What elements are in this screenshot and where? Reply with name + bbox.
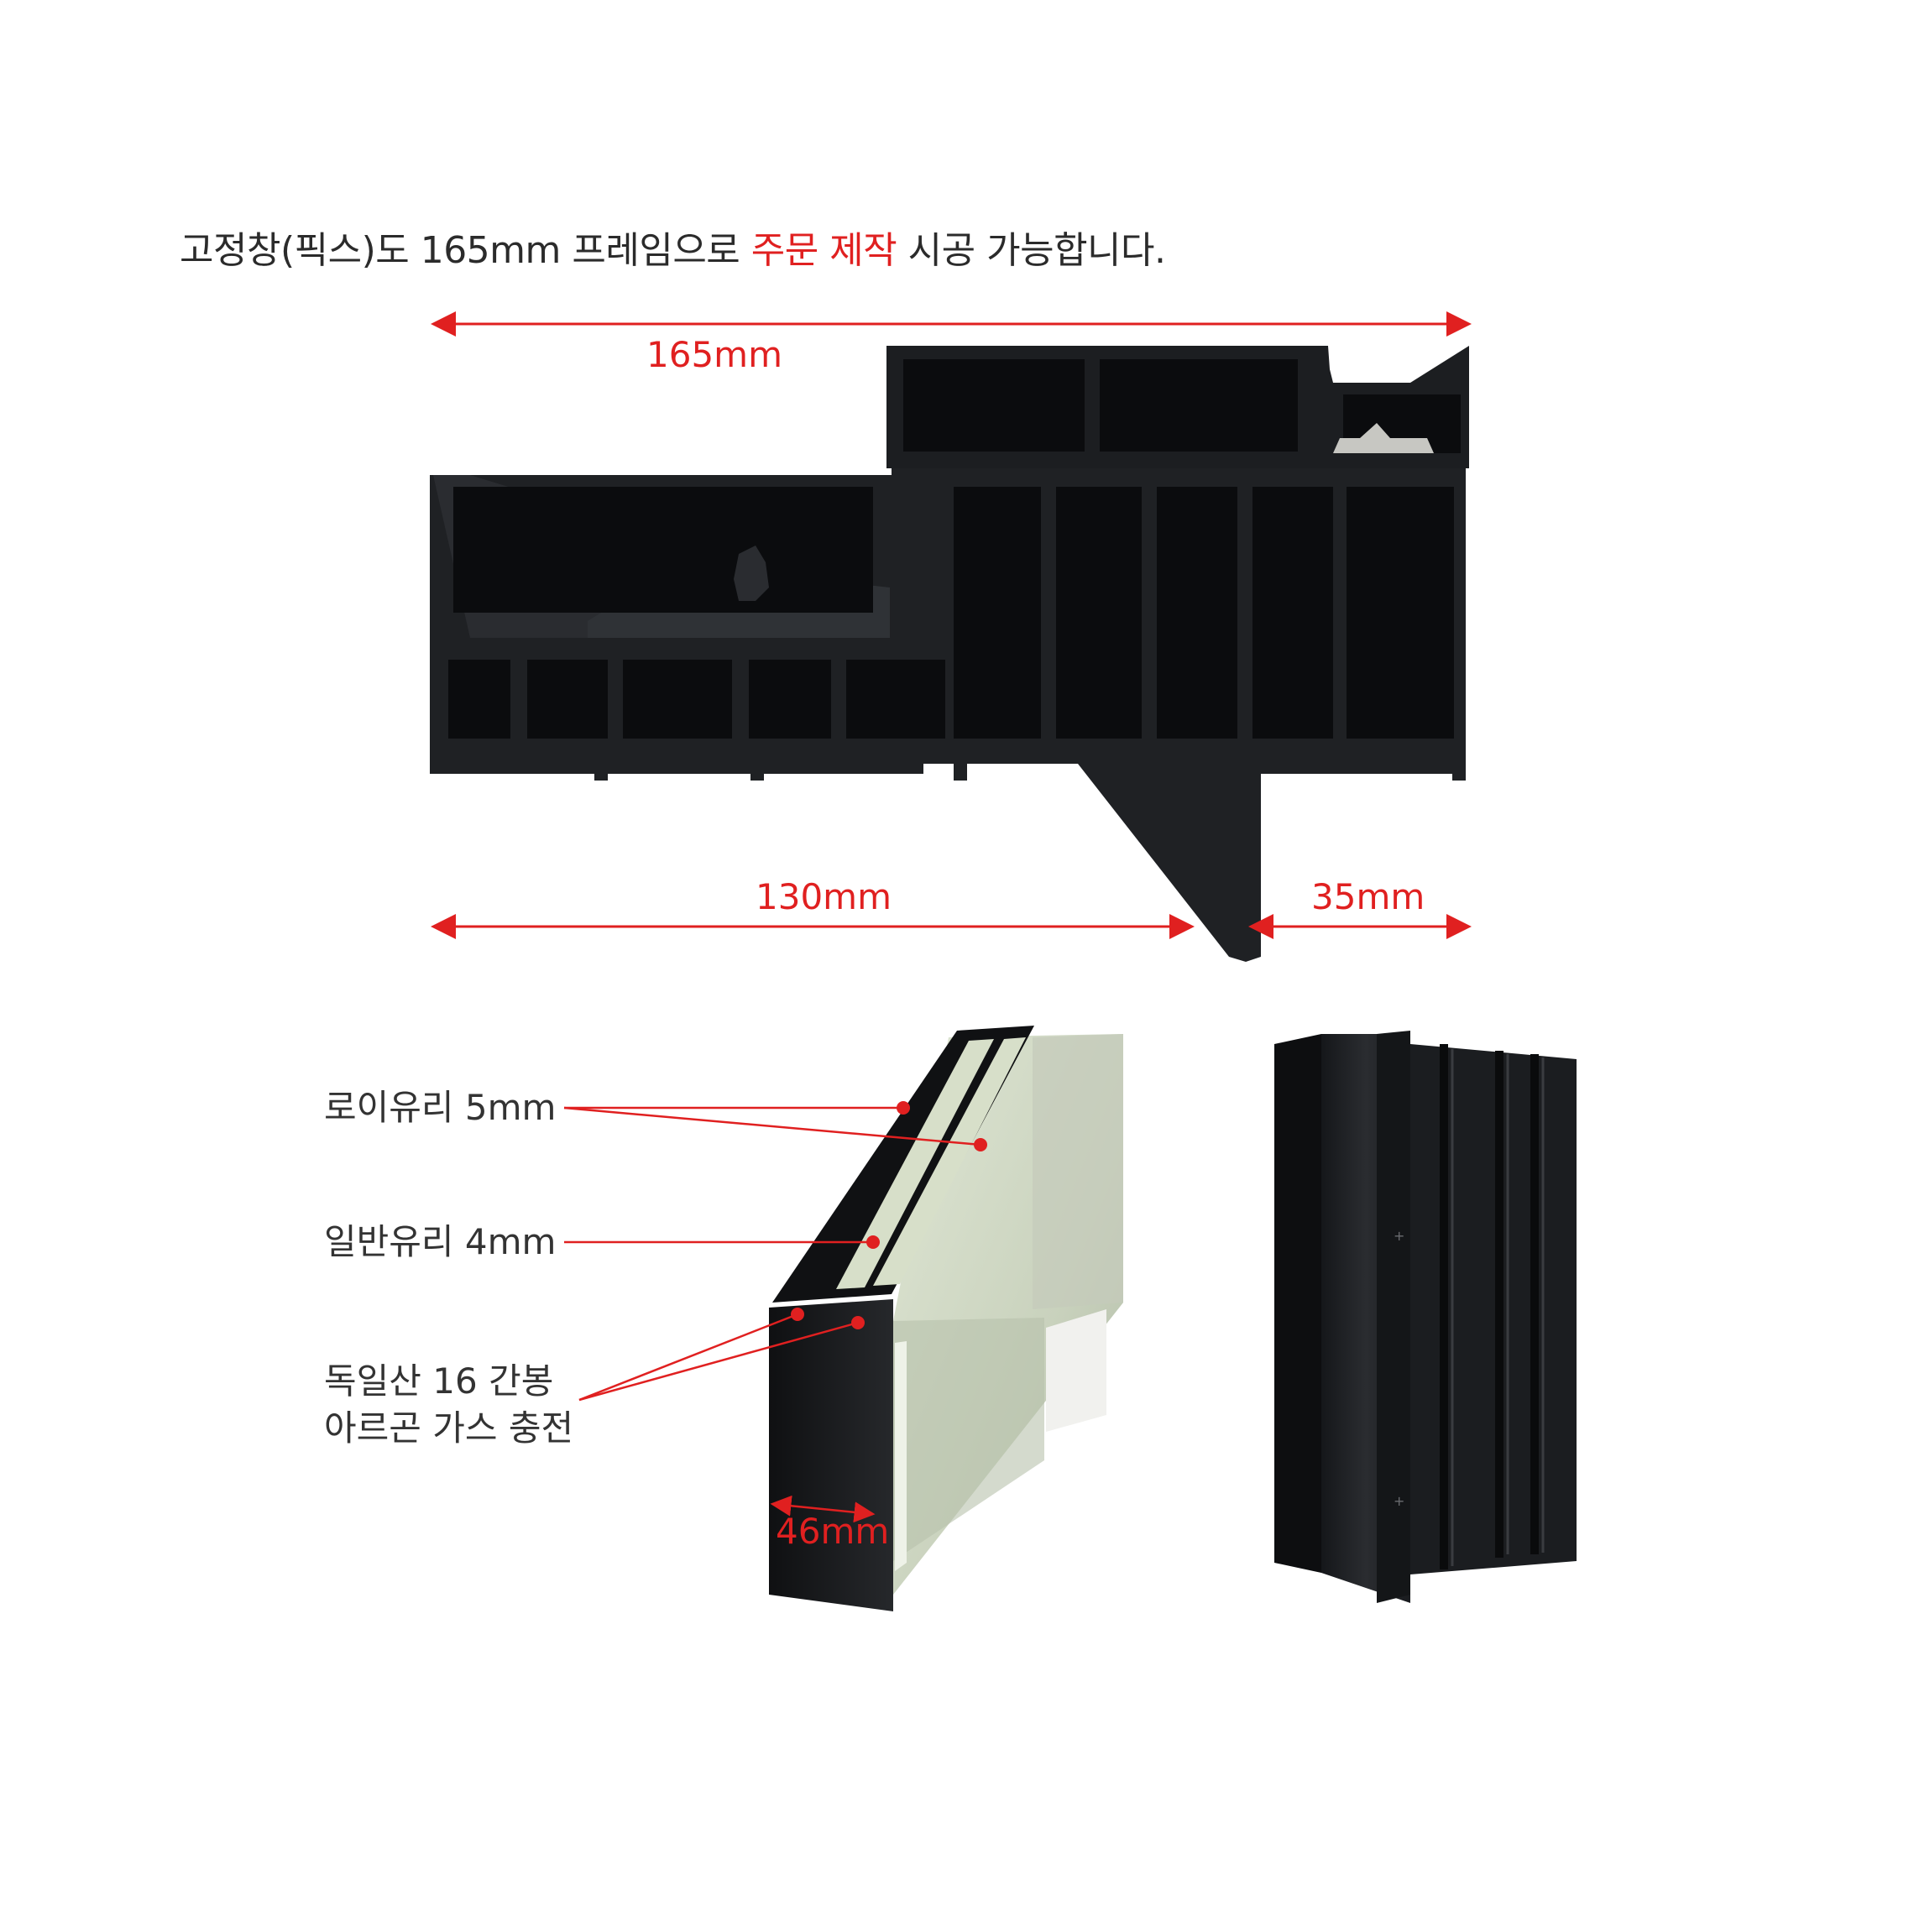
dimension-glass-label: 46mm [776, 1511, 890, 1552]
headline: 고정창(픽스)도 165mm 프레임으로 주문 제작 시공 가능합니다. [180, 220, 1166, 274]
callout-spacer: 독일산 16 간봉 아르곤 가스 충전 [324, 1358, 573, 1452]
dimension-frame-label: 130mm [756, 876, 892, 917]
headline-prefix: 고정창(픽스)도 165mm 프레임으로 [180, 229, 751, 272]
headline-suffix: 시공 가능합니다. [897, 229, 1166, 272]
callout-low-e-glass: 로이유리 5mm [324, 1087, 557, 1128]
frame-profile-cross-section [430, 346, 1469, 962]
svg-text:+: + [1394, 1228, 1404, 1244]
callout-dots [791, 1101, 987, 1329]
glass-unit-illustration [769, 1026, 1123, 1611]
callout-spacer-line1: 독일산 16 간봉 [324, 1360, 554, 1402]
headline-highlight: 주문 제작 [750, 229, 897, 272]
extension-panel-illustration: + + [1274, 1031, 1577, 1603]
dimension-total-label: 165mm [646, 334, 782, 375]
dimension-extension-label: 35mm [1311, 876, 1425, 917]
callout-spacer-line2: 아르곤 가스 충전 [324, 1407, 574, 1449]
svg-text:+: + [1394, 1493, 1404, 1509]
callout-leaders [563, 1106, 981, 1523]
callout-clear-glass: 일반유리 4mm [324, 1221, 557, 1262]
